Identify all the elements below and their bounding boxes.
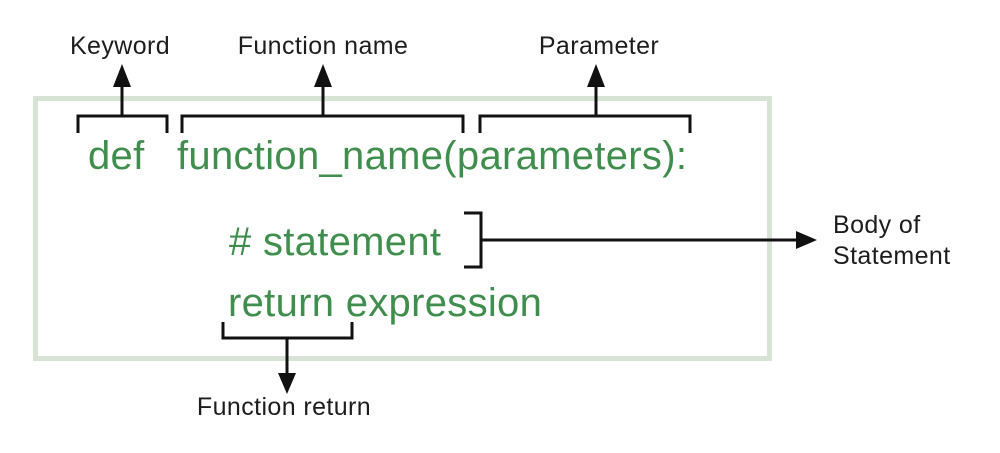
function-name-label: Function name bbox=[237, 32, 409, 60]
body-of-statement-label: Body of Statement bbox=[833, 210, 951, 272]
code-return-line: return expression bbox=[228, 281, 543, 325]
function-return-label: Function return bbox=[196, 393, 372, 421]
code-statement-line: # statement bbox=[229, 220, 442, 264]
code-keyword-def: def bbox=[88, 134, 145, 178]
body-of-statement-label-line2: Statement bbox=[833, 242, 951, 270]
keyword-arrow-up-icon bbox=[113, 64, 131, 87]
function-name-arrow-up-icon bbox=[314, 64, 332, 87]
code-box-outline bbox=[33, 96, 772, 361]
parameter-arrow-up-icon bbox=[587, 64, 605, 87]
body-of-statement-label-line1: Body of bbox=[833, 211, 921, 239]
keyword-label: Keyword bbox=[69, 32, 171, 60]
function-return-arrow-down-icon bbox=[278, 373, 296, 394]
parameter-label: Parameter bbox=[538, 32, 660, 60]
code-function-signature: function_name(parameters): bbox=[177, 134, 688, 178]
body-arrow-right-icon bbox=[796, 231, 817, 249]
